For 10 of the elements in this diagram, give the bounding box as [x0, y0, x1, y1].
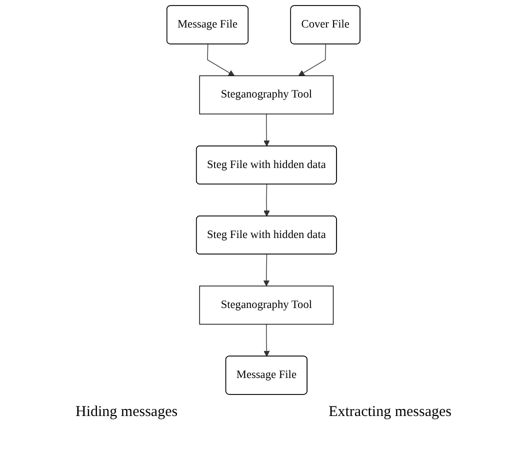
caption-text: Extracting messages — [328, 403, 452, 422]
node-box: Steganography Tool — [199, 75, 334, 114]
arrow — [207, 44, 235, 76]
arrow — [264, 324, 270, 357]
arrow — [264, 114, 270, 146]
arrow — [263, 254, 270, 286]
caption-text: Hiding messages — [74, 403, 179, 422]
arrow — [264, 184, 270, 217]
node-box: Steganography Tool — [199, 286, 334, 325]
arrow — [298, 44, 326, 76]
